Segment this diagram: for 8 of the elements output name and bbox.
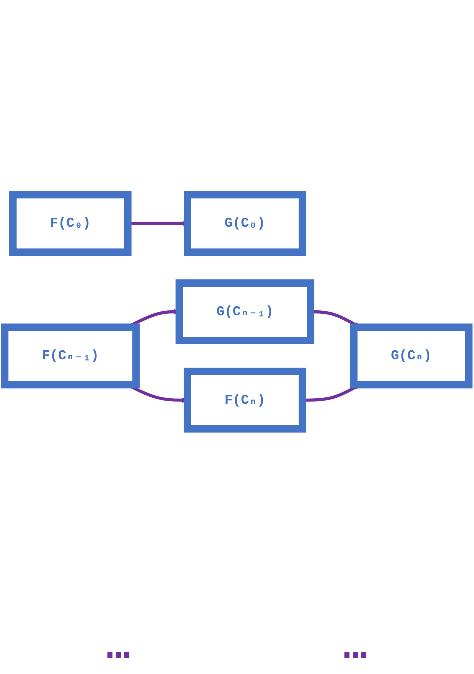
node-box: F(C₀) <box>9 191 132 256</box>
node-box: F(Cₙ₋₁) <box>1 324 140 389</box>
ellipsis-text: … <box>343 625 368 673</box>
ellipsis-text: … <box>106 625 130 673</box>
node-box: G(C₀) <box>184 191 306 256</box>
node-box: G(Cₙ) <box>350 324 473 389</box>
node-box: G(Cₙ₋₁) <box>176 280 315 344</box>
node-box: F(Cₙ) <box>184 368 306 433</box>
